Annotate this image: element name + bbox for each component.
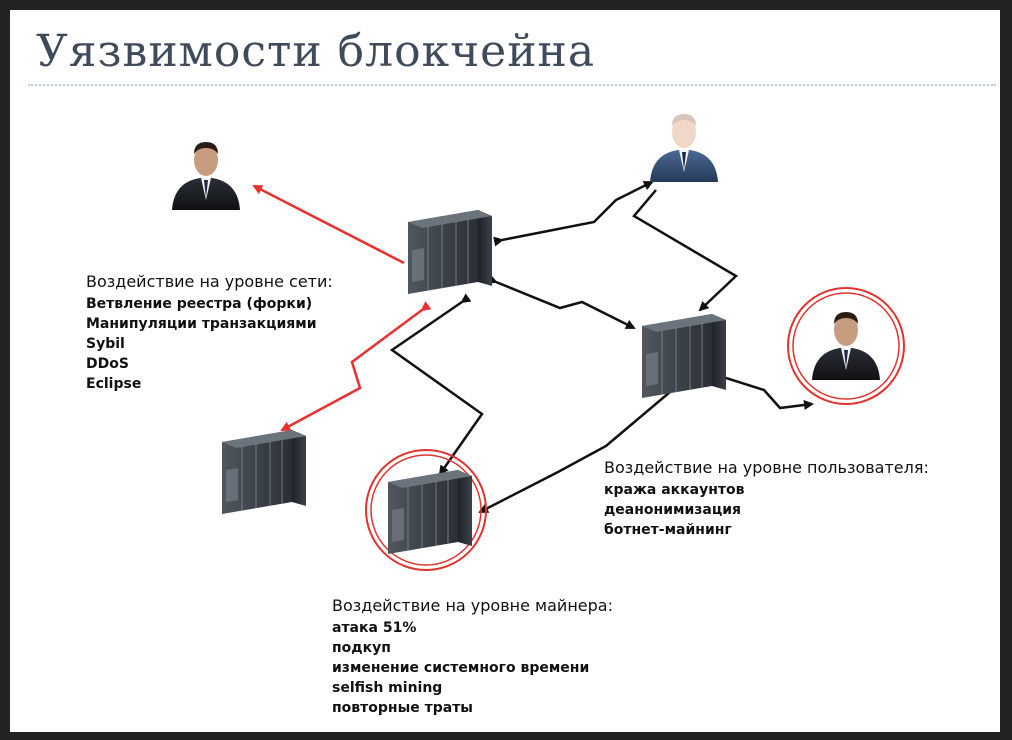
list-item: изменение системного времени [332, 660, 590, 676]
network-attacks-block: Воздействие на уровне сети: Ветвление ре… [86, 272, 333, 394]
user-attacks-block: Воздействие на уровне пользователя: краж… [604, 458, 929, 540]
network-attacks-heading: Воздействие на уровне сети: [86, 272, 333, 291]
server-icon [641, 313, 727, 399]
list-item: повторные траты [332, 700, 473, 716]
server-icon [407, 209, 493, 295]
attack-link-attacker-server [252, 184, 405, 265]
person-icon [650, 114, 718, 182]
list-item: ботнет-майнинг [604, 522, 732, 538]
link-usertop-right [632, 189, 739, 312]
list-item: Ветвление реестра (форки) [86, 296, 313, 312]
slide: Уязвимости блокчейна [10, 10, 1000, 732]
link-right-miner [478, 383, 680, 514]
link-main-usertop [493, 180, 654, 247]
slide-title: Уязвимости блокчейна [36, 26, 596, 77]
miner-highlight-ring [365, 449, 487, 571]
person-icon [812, 312, 880, 380]
server-icon [221, 429, 307, 515]
attack-link-server-sybil [280, 301, 432, 432]
list-item: Eclipse [86, 376, 142, 392]
list-item: подкуп [332, 640, 391, 656]
list-item: атака 51% [332, 620, 417, 636]
list-item: DDoS [86, 356, 129, 372]
network-diagram [172, 114, 905, 571]
list-item: Манипуляции транзакциями [86, 316, 317, 332]
list-item: selfish mining [332, 680, 443, 696]
list-item: кража аккаунтов [604, 482, 745, 498]
title-divider [28, 84, 996, 86]
server-icon [387, 469, 473, 555]
user-attacks-heading: Воздействие на уровне пользователя: [604, 458, 929, 477]
list-item: деанонимизация [604, 502, 742, 518]
miner-attacks-heading: Воздействие на уровне майнера: [332, 596, 613, 615]
link-main-right [486, 274, 636, 330]
link-main-miner [389, 293, 484, 476]
link-right-victim [716, 370, 814, 410]
victim-highlight-ring [787, 287, 905, 405]
person-icon [172, 142, 240, 210]
miner-attacks-block: Воздействие на уровне майнера: атака 51%… [332, 596, 613, 718]
list-item: Sybil [86, 336, 125, 352]
